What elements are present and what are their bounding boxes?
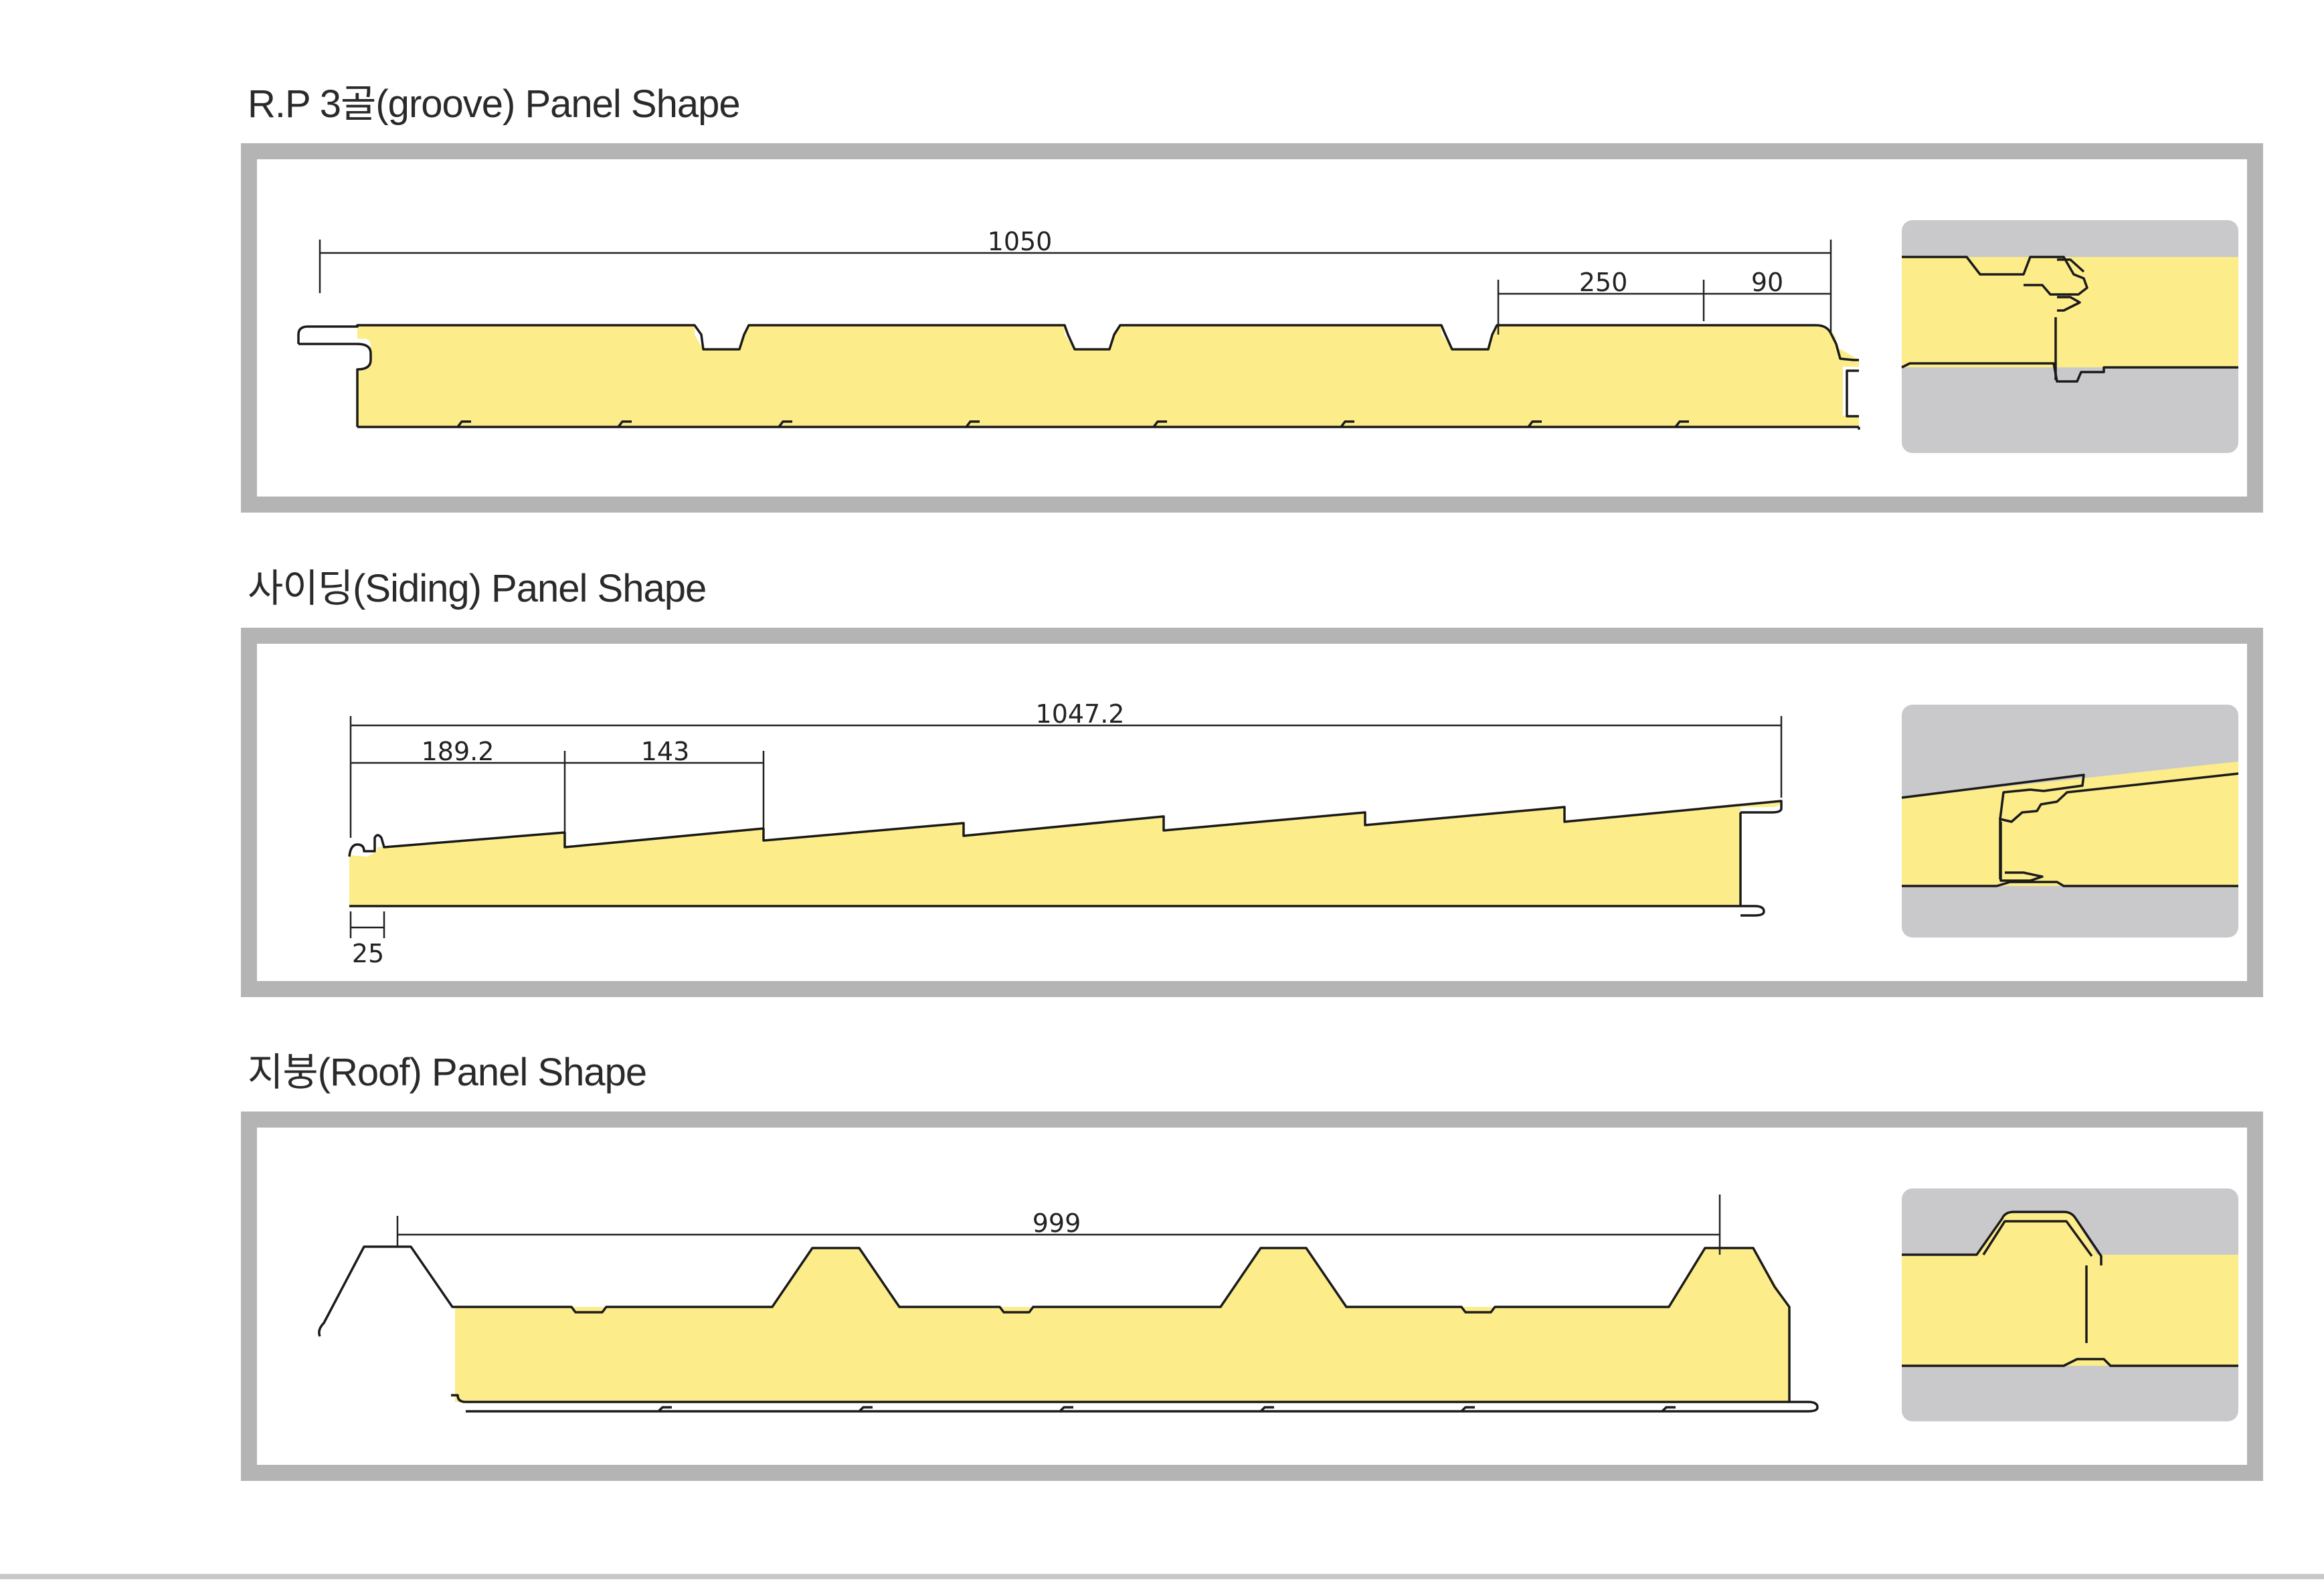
siding-panel-step-dim: 143 [641, 737, 690, 766]
siding-panel-joint-detail [1901, 705, 2239, 938]
siding-panel-foam-core [349, 800, 1781, 906]
roof-panel-bottom-skin [451, 1394, 1819, 1413]
siding-panel-title: 사이딩(Siding) Panel Shape [248, 567, 707, 610]
siding-panel-edge-dim-line [349, 911, 385, 938]
groove-panel-frame: 1050 250 90 [241, 143, 2263, 513]
siding-panel-overall-dim: 1047.2 [1036, 699, 1125, 729]
groove-panel-title: R.P 3골(groove) Panel Shape [248, 82, 741, 126]
roof-panel-overall-dim-line [396, 1194, 1721, 1255]
siding-panel-step-dim-line [351, 751, 765, 832]
siding-panel-frame: 1047.2 189.2 143 25 [241, 628, 2263, 997]
page-bottom-rule [0, 1574, 2324, 1579]
groove-panel-pitch-dim-line [1497, 280, 1831, 335]
roof-panel-frame: 999 [241, 1112, 2263, 1481]
siding-panel-bottom-skin [349, 812, 1765, 917]
groove-panel-joint-detail [1901, 220, 2238, 453]
groove-panel-bottom-skin [357, 420, 1859, 428]
siding-panel-edge-dim: 25 [352, 939, 384, 968]
siding-panel-drawing: 1047.2 189.2 143 25 [348, 699, 2239, 968]
groove-panel-top-skin [297, 324, 1832, 351]
roof-panel-foam-core [455, 1248, 1789, 1402]
groove-panel-overall-dim-line [319, 240, 1832, 335]
siding-panel-first-step-dim: 189.2 [422, 737, 495, 766]
roof-panel-top-skin [318, 1245, 1791, 1402]
groove-panel-foam-core [357, 325, 1859, 427]
roof-panel-drawing: 999 [318, 1188, 2238, 1421]
roof-panel-joint-detail [1902, 1188, 2238, 1421]
groove-panel-edge-dim: 90 [1751, 268, 1783, 297]
groove-panel-drawing: 1050 250 90 [297, 220, 2238, 453]
groove-panel-overall-dim: 1050 [988, 227, 1053, 256]
roof-panel-title: 지붕(Roof) Panel Shape [248, 1051, 647, 1094]
roof-panel-overall-dim: 999 [1033, 1209, 1081, 1238]
groove-panel-left-joint [298, 343, 372, 427]
siding-panel-top-skin [348, 800, 1783, 857]
groove-panel-pitch-dim: 250 [1579, 268, 1628, 297]
siding-panel-overall-dim-line [349, 716, 1783, 838]
